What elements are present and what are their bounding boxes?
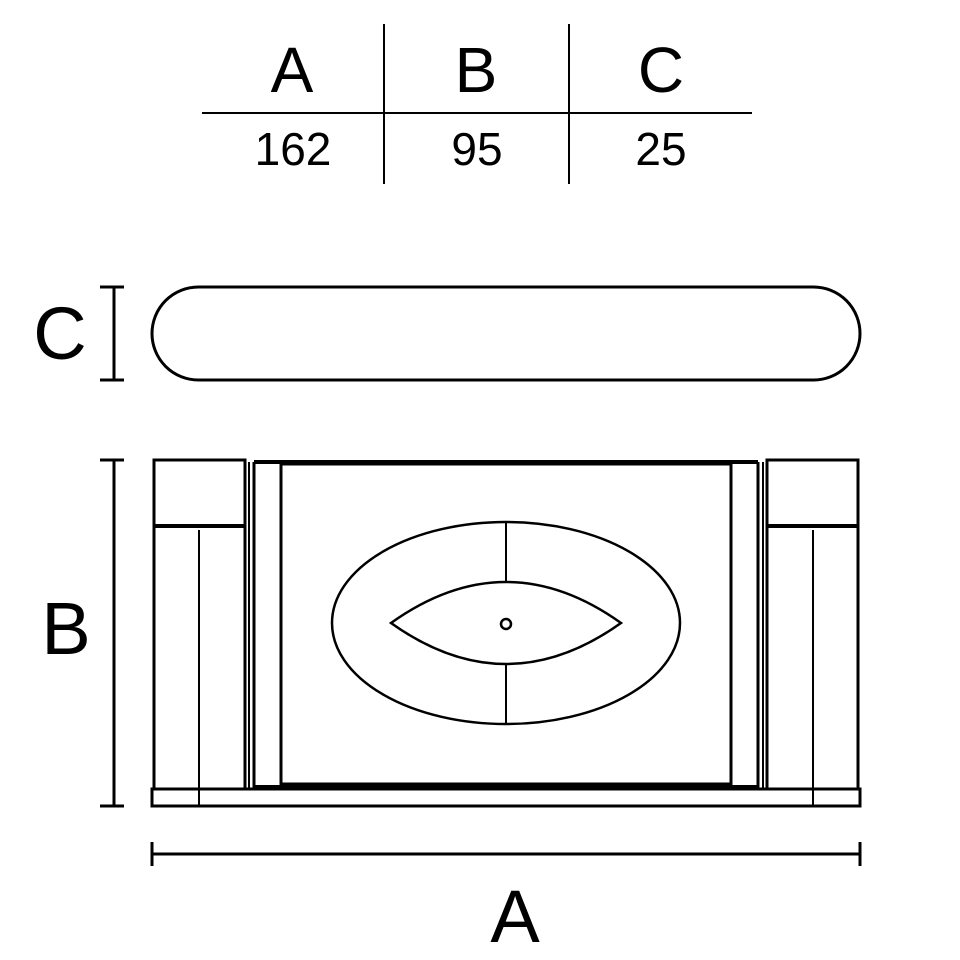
right-column xyxy=(756,458,860,791)
height-dimension: B xyxy=(41,458,124,808)
table-header-b: B xyxy=(455,34,498,106)
panel-inner-frame xyxy=(279,462,733,786)
depth-label: C xyxy=(33,292,86,375)
width-dimension: A xyxy=(150,842,862,958)
central-panel xyxy=(254,460,758,789)
table-value-a: 162 xyxy=(255,123,332,175)
base-plinth-outline xyxy=(150,787,862,808)
table-value-c: 25 xyxy=(635,123,686,175)
width-label: A xyxy=(490,875,540,958)
height-label: B xyxy=(41,587,90,670)
table-header-c: C xyxy=(638,34,684,106)
dimension-table: A B C 162 95 25 xyxy=(202,24,752,184)
inner-lens xyxy=(388,580,624,666)
table-header-a: A xyxy=(271,34,314,106)
top-view: C xyxy=(33,285,862,382)
left-column xyxy=(152,458,256,791)
front-view: B A xyxy=(41,458,862,958)
center-hole xyxy=(499,617,513,631)
table-value-b: 95 xyxy=(451,123,502,175)
base-plinth xyxy=(150,787,862,808)
top-view-outline xyxy=(150,285,862,382)
